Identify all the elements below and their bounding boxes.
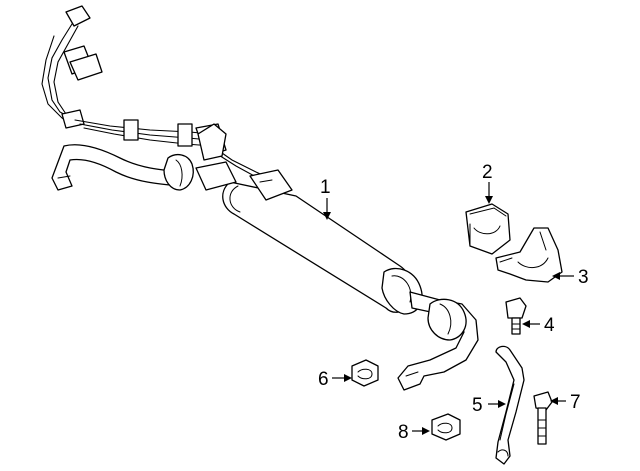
nut-lower xyxy=(431,413,461,441)
callout-3: 3 xyxy=(578,267,589,288)
bushing xyxy=(465,203,511,255)
callout-5: 5 xyxy=(472,395,483,416)
callout-2: 2 xyxy=(482,162,493,183)
bushing-bracket xyxy=(495,227,563,283)
callout-6: 6 xyxy=(318,369,329,390)
bolt xyxy=(505,297,527,335)
wiring-harness xyxy=(41,5,281,189)
stabilizer-bar-right-end xyxy=(397,291,479,391)
stabilizer-bar-left-end xyxy=(51,144,194,191)
nut-upper xyxy=(351,359,379,387)
callout-8: 8 xyxy=(398,422,409,443)
stabilizer-actuator-body xyxy=(195,123,423,315)
callout-4: 4 xyxy=(544,315,555,336)
callout-leaders xyxy=(323,182,574,435)
callout-1: 1 xyxy=(320,177,331,198)
link-bolt xyxy=(533,391,553,445)
stabilizer-link xyxy=(495,345,525,465)
callout-7: 7 xyxy=(570,392,581,413)
